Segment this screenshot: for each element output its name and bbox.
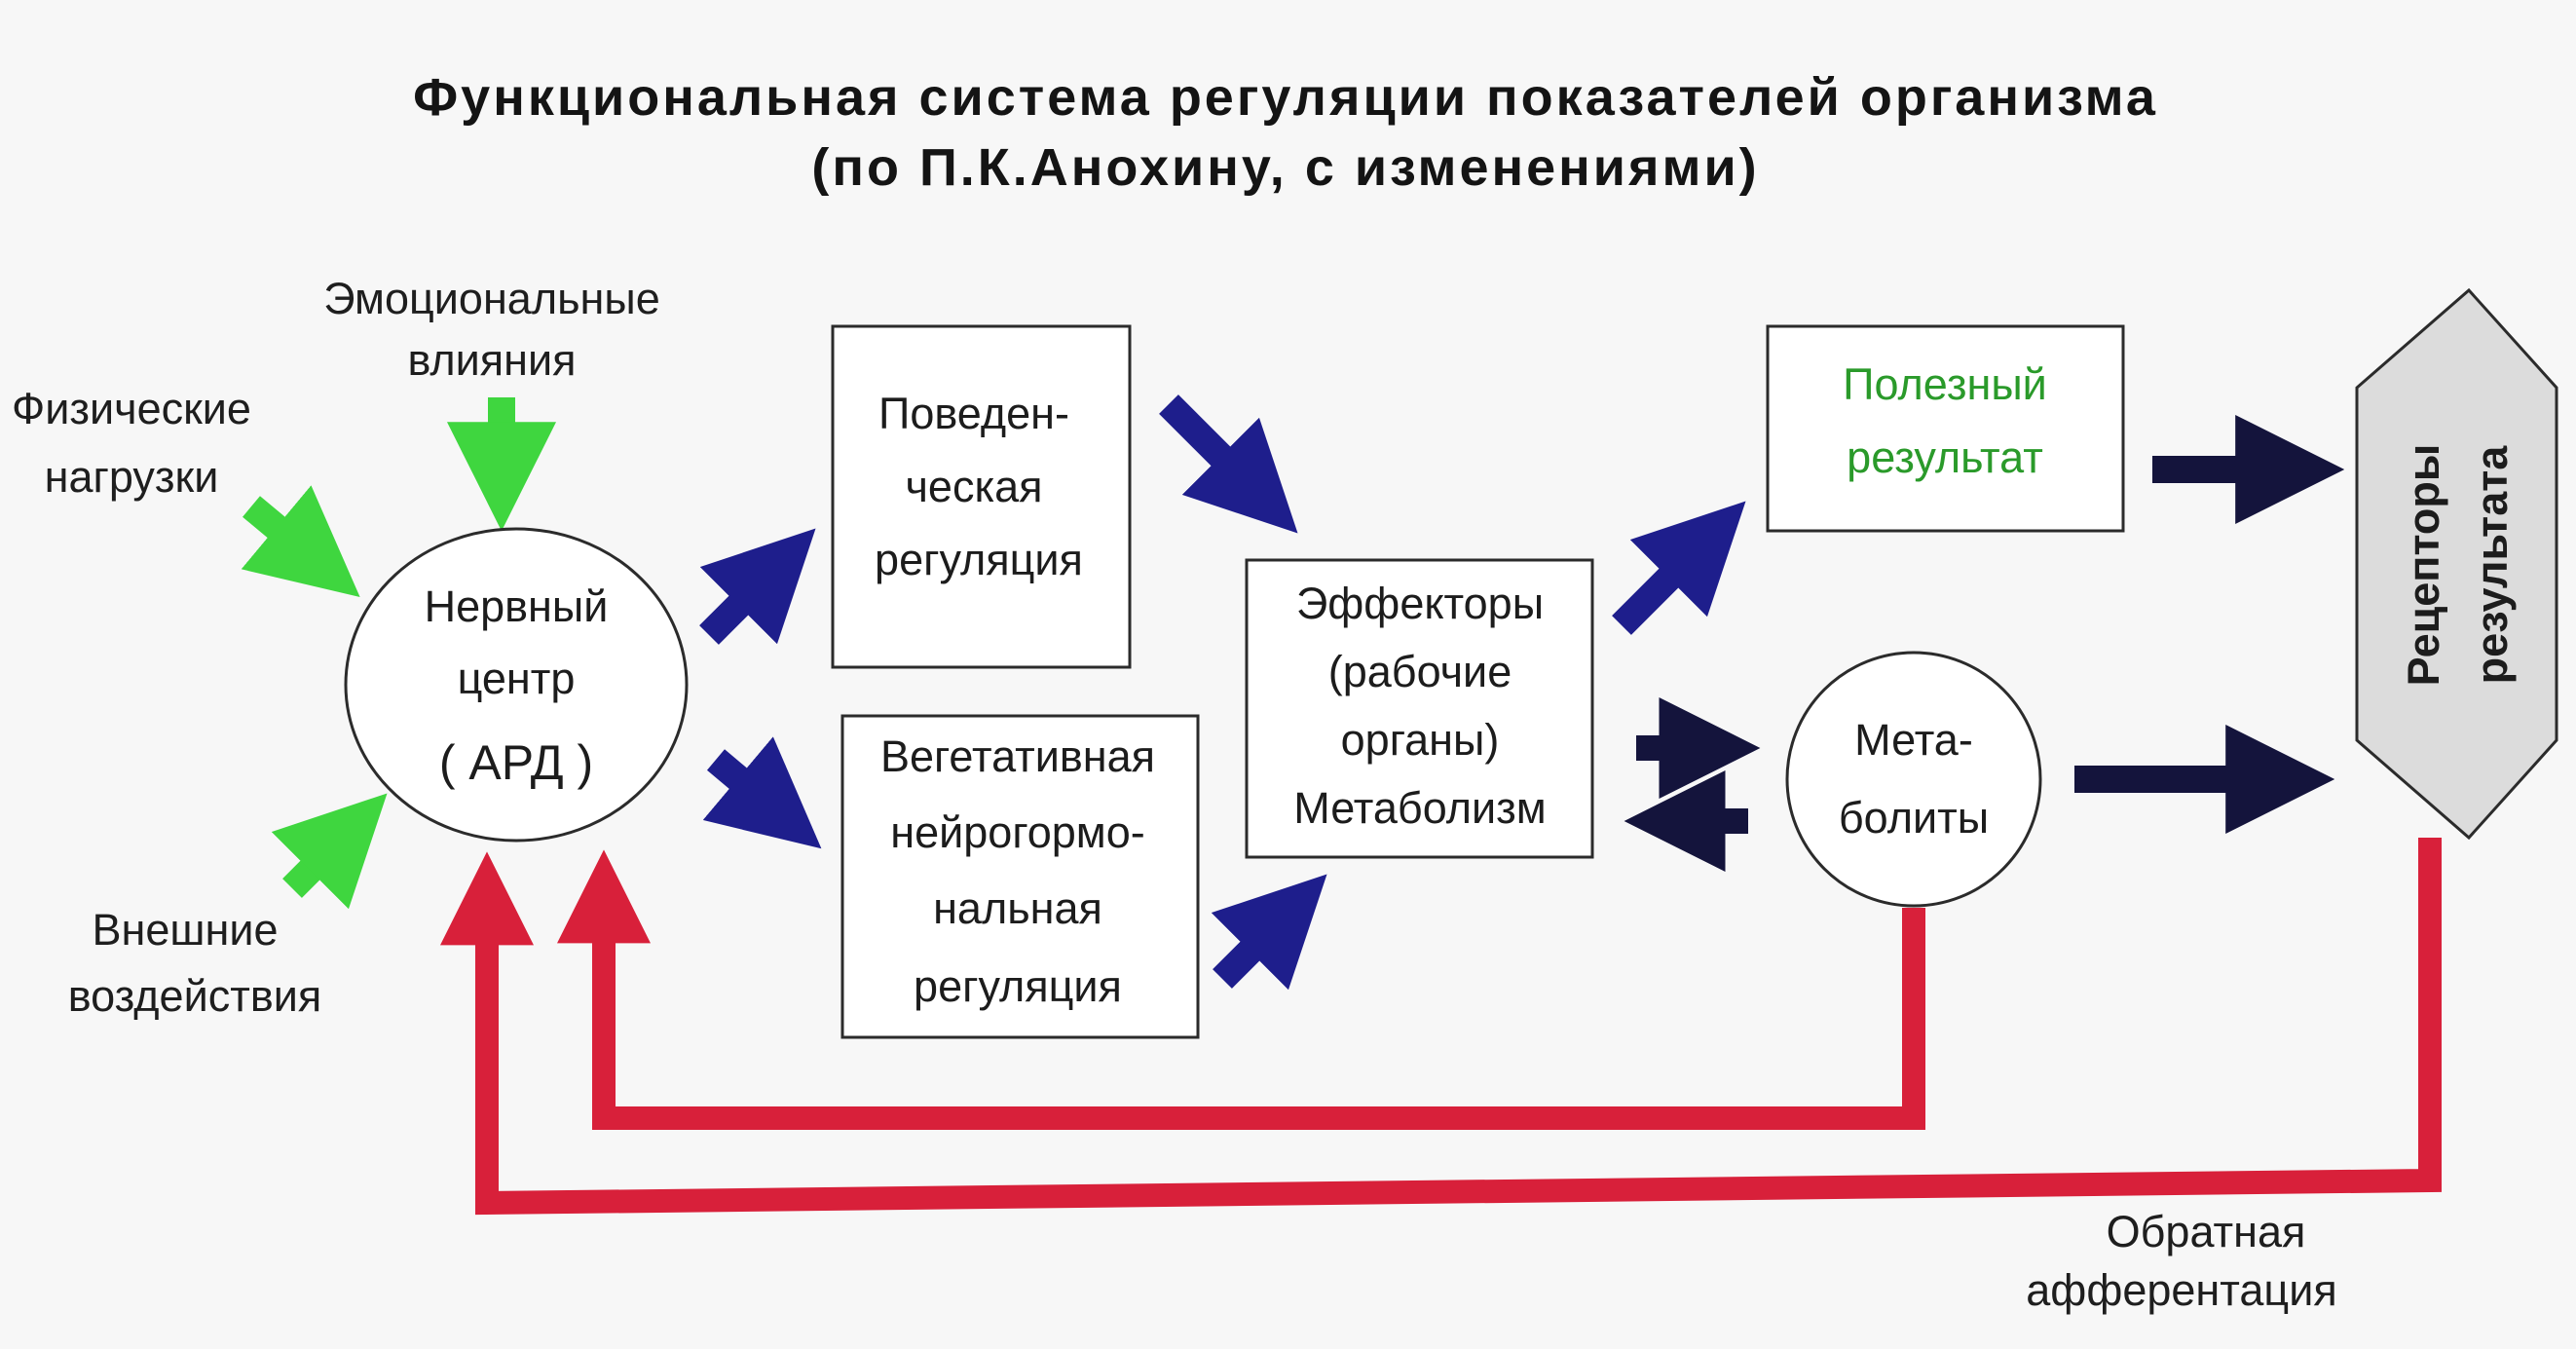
node-line: (рабочие — [1328, 647, 1512, 696]
arrow-effectors-to-result — [1612, 501, 1746, 635]
node-line: органы) — [1341, 715, 1500, 765]
feedback-from-metabolites — [557, 849, 1925, 1130]
arrow-center-to-behavioral — [699, 528, 816, 645]
label-line: афферентация — [2026, 1265, 2336, 1315]
node-line: Поведен- — [878, 389, 1069, 438]
node-line: ( АРД ) — [439, 735, 593, 790]
label-feedback-afferentation: Обратная афферентация — [2026, 1207, 2336, 1315]
feedback-from-receptors — [440, 838, 2442, 1216]
label-emotional-influences: Эмоциональные влияния — [323, 274, 660, 385]
label-line: нагрузки — [45, 452, 219, 502]
node-line: Нервный — [425, 581, 609, 631]
node-line: Вегетативная — [880, 731, 1155, 781]
node-line: центр — [458, 654, 576, 703]
behavioral-regulation-box: Поведен- ческая регуляция — [831, 324, 1132, 669]
label-line: воздействия — [68, 971, 322, 1021]
node-line: Рецепторы — [2399, 444, 2448, 687]
node-line: нейрогормо- — [890, 807, 1145, 857]
arrow-behavioral-to-effectors — [1159, 394, 1298, 534]
node-line: Эффекторы — [1296, 579, 1544, 628]
nerve-center-node: Нервный центр ( АРД ) — [344, 527, 689, 843]
arrow-center-to-vegetative — [702, 736, 822, 849]
arrow-vegetative-to-effectors — [1211, 874, 1327, 991]
title-line-1: Функциональная система регуляции показат… — [413, 68, 2158, 127]
node-line: Метаболизм — [1293, 783, 1546, 833]
node-line: Мета- — [1854, 715, 1973, 765]
arrow-external-to-center — [271, 793, 388, 910]
arrow-physical-to-center — [241, 485, 360, 598]
node-line: регуляция — [914, 961, 1122, 1011]
label-line: Эмоциональные — [323, 274, 660, 323]
node-line: нальная — [933, 883, 1102, 933]
label-line: влияния — [408, 335, 577, 385]
label-line: Физические — [12, 384, 251, 433]
label-physical-loads: Физические нагрузки — [12, 384, 251, 502]
node-line: результат — [1847, 432, 2043, 482]
label-line: Обратная — [2107, 1207, 2306, 1256]
node-line: ческая — [905, 462, 1042, 511]
metabolites-node: Мета- болиты — [1785, 651, 2042, 908]
node-line: регуляция — [875, 535, 1083, 584]
node-line: результата — [2467, 445, 2517, 685]
node-line: Полезный — [1843, 359, 2047, 409]
label-line: Внешние — [92, 905, 278, 955]
receptors-node: Рецепторы результата — [2355, 287, 2558, 841]
vegetative-regulation-box: Вегетативная нейрогормо- нальная регуляц… — [840, 714, 1200, 1039]
label-external-impacts: Внешние воздействия — [68, 905, 322, 1021]
node-line: болиты — [1839, 793, 1989, 843]
title-line-2: (по П.К.Анохину, с изменениями) — [811, 138, 1759, 197]
useful-result-box: Полезный результат — [1766, 324, 2125, 533]
effectors-box: Эффекторы (рабочие органы) Метаболизм — [1245, 558, 1594, 859]
